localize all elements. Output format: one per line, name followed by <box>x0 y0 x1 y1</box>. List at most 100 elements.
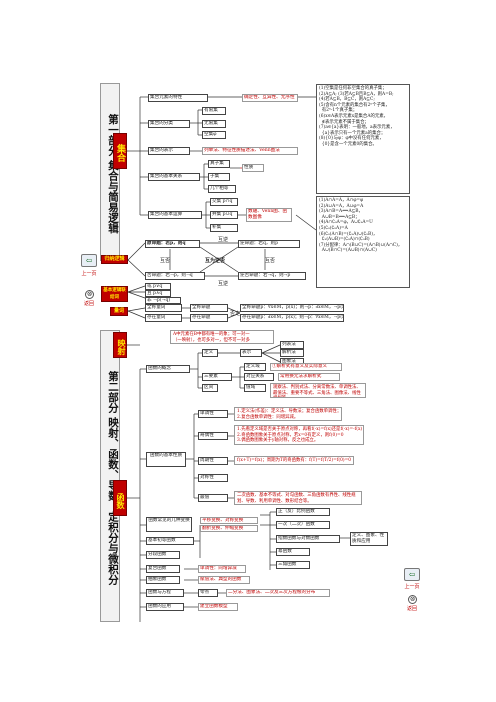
logic-original: 原命题：若p，则q <box>145 240 200 248</box>
quant-formula-2: 存在命题p：∃x∈M，p(x)；则¬p：∀x∈M，¬p(x) <box>240 314 344 322</box>
node-set-classification: 集合的分类 <box>148 120 190 128</box>
concept-definition: 定义 <box>202 349 218 357</box>
set-props-text: 确定性、互异性、无序性 <box>242 94 298 102</box>
exit-label: 返回 <box>83 301 94 307</box>
concept-three-elements: 三要素 <box>202 373 232 381</box>
arrow-left-icon: ⇦ <box>85 256 93 265</box>
prop-note-periodicity: f(x+T)=f(x)；周期为T的奇函数有：f(T)=f(T/2)=f(0)=0 <box>234 456 354 465</box>
quantifier-universal: 全称量词 <box>145 304 182 312</box>
prop-universal: 全称命题 <box>190 304 228 312</box>
concept-range: 值域 <box>244 384 266 392</box>
prop-periodicity: 周期性 <box>198 457 228 465</box>
node-elementary-funcs: 基本初等函数 <box>146 537 194 545</box>
rel-label-3: 互为逆否 <box>205 258 226 264</box>
set-rel-proper-subset: 真子集 <box>208 160 230 168</box>
set-pill[interactable]: 集合 <box>113 133 127 169</box>
rel-label-4: 互否 <box>265 258 276 264</box>
set-op-complement: 补集 <box>210 224 238 232</box>
zero-note: 二分法、图象法、二次及三次方程根的分布 <box>226 589 330 597</box>
logic-converse: 逆命题：若q，则p <box>238 240 300 248</box>
elem-proportional: 正（反）比例函数 <box>276 508 330 516</box>
concept-interval: 区间 <box>202 384 218 392</box>
elem-exp-log: 指数函数与对数函数 <box>276 535 340 543</box>
exit-icon-2[interactable]: ⊗ <box>408 595 417 604</box>
rel-label-2: 互否 <box>160 258 171 264</box>
concept-domain: 定义域 <box>244 363 266 371</box>
quantifier-pill[interactable]: 量词 <box>110 307 128 316</box>
elem-trig: 三角函数 <box>276 561 310 569</box>
node-func-concept: 函数的概念 <box>146 365 190 373</box>
logic-pill[interactable]: 归纳逻辑 <box>101 255 128 264</box>
concept-correspondence: 对应关系 <box>244 373 274 381</box>
composite-note: 单调性：同增异减 <box>198 565 246 573</box>
prop-note-monotonic: 1.定义法(作差)：定义法、导数法；复合函数单调性； 2.复合函数单调性：同增异… <box>234 407 342 421</box>
prev-page-button-2[interactable]: ⇦ <box>404 568 420 581</box>
prev-page-button[interactable]: ⇦ <box>81 254 97 267</box>
transform-1: 平移变换、对称变换 <box>200 517 258 524</box>
quant-negation-label: 否定 <box>230 311 241 317</box>
repr-table: 列表法 <box>280 341 304 349</box>
prop-parity: 奇偶性 <box>198 432 228 440</box>
prop-note-extrema: 二次函数、基本不等式、对勾函数、三角函数有界性、线性规划、导数、利用单调性、数形… <box>234 491 362 505</box>
set-kind-finite: 有限集 <box>202 107 226 115</box>
node-composite: 复合函数 <box>146 565 180 573</box>
elem-power: 幂函数 <box>276 548 310 556</box>
prop-note-parity: 1.先看定义域是否关于原点对称，再看f(-x)=f(x)还是f(-x)=-f(x… <box>234 425 364 445</box>
connectives-pill[interactable]: 基本逻辑联结词 <box>101 286 128 302</box>
prop-existential: 存在命题 <box>190 314 228 322</box>
prev-page-label: 上一页 <box>81 271 97 277</box>
function-pill[interactable]: 函数 <box>113 480 127 516</box>
exit-icon[interactable]: ⊗ <box>85 290 94 299</box>
part2-title: 第二部分 映射、函数、导数、定积分与微积分 <box>100 330 120 622</box>
logic-negation: 否命题：若¬p，则¬q <box>145 272 205 280</box>
transform-2: 翻折变换、伸缩变换 <box>200 525 258 532</box>
mapping-definition: A中元素在B中都有唯一的象；可一对一 （一映射），也可多对一，但不可一对多 <box>170 330 274 344</box>
arrow-left-icon: ⇦ <box>408 570 416 579</box>
concept-note-range: 观察法、判别式法、分离常数法、单调性法、最值法、重要不等式、三角法、图像法、线性… <box>270 383 366 398</box>
set-kind-infinite: 无限集 <box>202 120 226 128</box>
set-ops-note: 数轴、Venn图、函数图像 <box>246 208 292 222</box>
set-notes-top: (1)空集是任何非空集合的真子集； (2)A⊆A; (3)若A⊆B且B⊆A，则A… <box>316 84 410 194</box>
elem-note: 定义、图象、性质和应用 <box>350 532 388 546</box>
connective-and: 且 p∧q <box>145 290 171 297</box>
application-note: 建立函数模型 <box>198 603 238 611</box>
set-repr-text: 列举法、特征性质描述法、Venn图法 <box>202 147 298 155</box>
rel-label-1: 互逆 <box>218 237 229 243</box>
node-set-element-props: 集合元素的特性 <box>148 94 208 102</box>
rel-label-5: 互逆 <box>218 281 229 287</box>
set-rel-subset: 子集 <box>208 173 230 181</box>
set-rel-note: 性质 <box>242 164 264 172</box>
node-abstract: 抽象函数 <box>146 576 180 584</box>
concept-note-domain: ①解析式有意义及实际意义 <box>270 363 342 371</box>
set-kind-empty: 空集φ <box>202 131 226 139</box>
abstract-note: 赋值法、典型的函数 <box>198 576 250 584</box>
repr-analytic: 解析法 <box>280 349 304 357</box>
node-set-relations: 集合的基本关系 <box>148 173 200 181</box>
node-func-properties: 函数的基本性质 <box>146 452 186 467</box>
prop-extrema: 最值 <box>198 494 228 502</box>
node-func-transforms: 函数常见的几种变换 <box>146 517 192 532</box>
quant-formula-1: 全称命题p：∀x∈M，p(x)；则¬p：∃x∈M，¬p(x) <box>240 304 344 312</box>
node-func-application: 函数的应用 <box>146 603 184 611</box>
concept-representation: 表示 <box>240 349 262 357</box>
mapping-pill[interactable]: 映射 <box>113 332 127 358</box>
elem-linear-quadratic: 一次（二次）函数 <box>276 521 330 529</box>
node-func-equation: 函数与方程 <box>146 589 184 597</box>
logic-contrapositive: 逆否命题：若¬q，则¬p <box>238 272 306 280</box>
connective-not: 非 ¬p(¬q) <box>145 297 181 304</box>
set-op-intersection: 交集 p∩q <box>210 198 238 206</box>
set-op-union: 并集 p∪q <box>210 211 238 219</box>
prev-page-label-2: 上一页 <box>404 584 420 590</box>
node-piecewise: 分段函数 <box>146 551 180 559</box>
quantifier-existential: 存在量词 <box>145 314 182 322</box>
zero-label: 零点 <box>198 589 218 597</box>
connective-or: 或 p∨q <box>145 283 171 290</box>
set-rel-equal: 几个相等 <box>208 185 236 193</box>
prop-symmetry: 对称性 <box>198 474 228 482</box>
concept-note-substitution: 常用换元法求解析式 <box>278 373 340 381</box>
exit-label-2: 返回 <box>406 606 417 612</box>
set-notes-bottom: (1)A∩A=A，A∩φ=φ (2)A∪A=A，A∪φ=A (3)A∩B=A⟺A… <box>316 196 410 288</box>
node-set-representation: 集合的表示 <box>148 147 190 155</box>
node-set-operations: 集合的基本运算 <box>148 211 202 219</box>
